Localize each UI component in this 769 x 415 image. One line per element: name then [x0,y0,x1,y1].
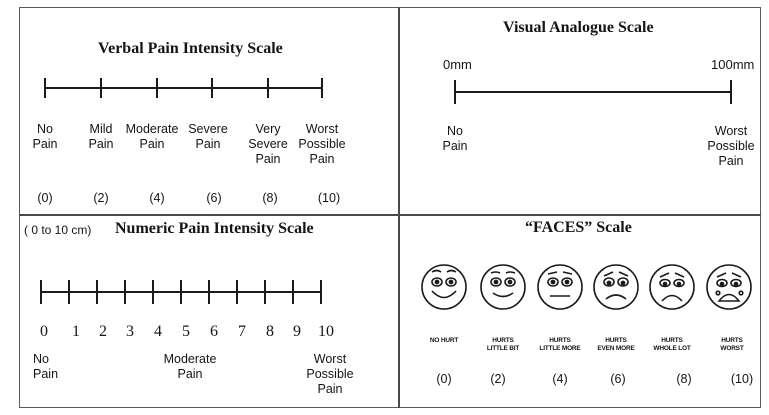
numeric-tick-4: 4 [154,323,162,340]
numeric-scale-title: Numeric Pain Intensity Scale [115,220,314,237]
face-value-0: (0) [436,372,452,386]
verbal-value-10: (10) [317,191,341,205]
face-value-2: (2) [490,372,506,386]
verbal-value-2: (2) [93,191,109,205]
face-value-4: (4) [552,372,568,386]
scales-frame [19,7,761,408]
numeric-tick-7: 7 [238,323,246,340]
numeric-range-note: ( 0 to 10 cm) [24,223,92,237]
face-hurts-little-bit-icon [480,264,526,310]
face-caption-0: NO HURT [429,337,459,344]
numeric-tick-8: 8 [266,323,274,340]
verbal-value-8: (8) [262,191,278,205]
face-hurts-little-more-icon [537,264,583,310]
face-hurts-whole-lot-icon [649,264,695,310]
visual-analogue-title: Visual Analogue Scale [503,19,654,36]
visual-analogue-line [454,80,732,104]
vertical-divider [398,7,400,408]
vas-right-end: 100mm [711,57,755,72]
verbal-value-4: (4) [149,191,165,205]
verbal-scale-title: Verbal Pain Intensity Scale [98,40,283,57]
numeric-tick-3: 3 [126,323,134,340]
numeric-tick-5: 5 [182,323,190,340]
vas-left-end: 0mm [443,57,472,72]
verbal-scale-line [44,78,323,98]
face-hurts-worst-icon [706,264,752,310]
face-no-hurt-icon [421,264,467,310]
faces-scale-title: “FACES” Scale [525,219,632,236]
numeric-tick-9: 9 [293,323,301,340]
face-value-6: (6) [610,372,626,386]
numeric-tick-0: 0 [40,323,48,340]
face-value-8: (8) [676,372,692,386]
numeric-tick-2: 2 [99,323,107,340]
face-hurts-even-more-icon [593,264,639,310]
numeric-tick-10: 10 [318,323,334,340]
face-value-10: (10) [730,372,754,386]
horizontal-divider [19,214,761,216]
numeric-scale-line [40,280,322,304]
verbal-value-6: (6) [206,191,222,205]
numeric-tick-1: 1 [72,323,80,340]
verbal-value-0: (0) [37,191,53,205]
numeric-tick-6: 6 [210,323,218,340]
